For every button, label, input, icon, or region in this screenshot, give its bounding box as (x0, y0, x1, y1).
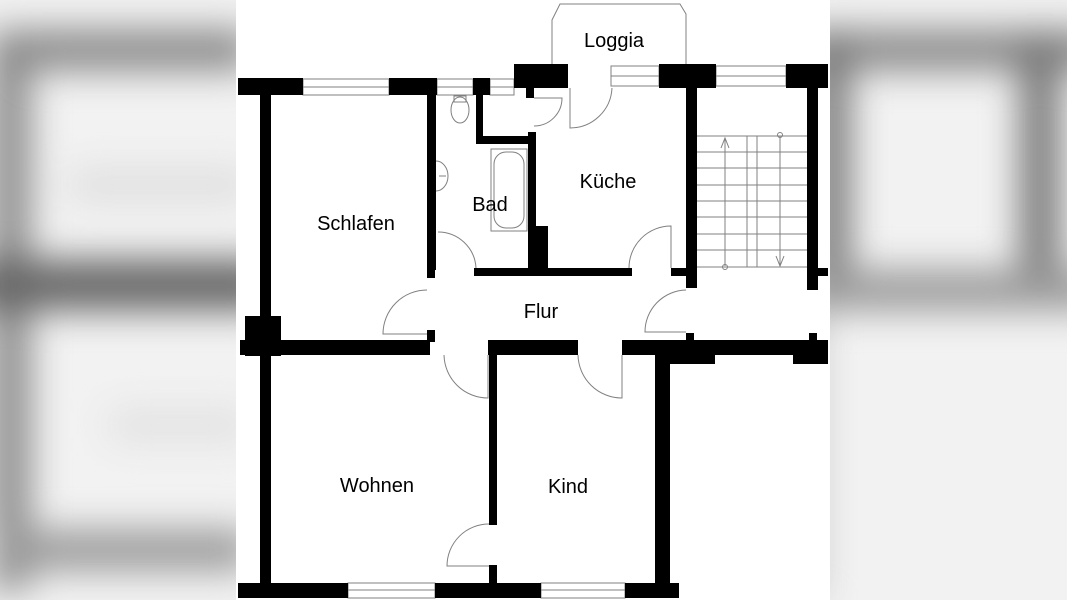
room-labels: Loggia Schlafen Bad Küche Flur Wohnen Ki… (317, 30, 645, 498)
staircase-icon (697, 132, 807, 270)
room-label-schlafen: Schlafen (317, 213, 395, 235)
walls (238, 64, 828, 598)
floor-plan-drawing: Loggia Schlafen Bad Küche Flur Wohnen Ki… (236, 0, 830, 600)
room-label-flur: Flur (524, 301, 559, 323)
blurred-background-right (830, 0, 1067, 600)
room-label-kind: Kind (548, 476, 588, 498)
bathtub-icon (490, 148, 528, 232)
loggia-outline (551, 3, 687, 64)
bathroom-fixtures (435, 95, 528, 232)
sink-icon (435, 160, 449, 192)
floor-plan: Loggia Schlafen Bad Küche Flur Wohnen Ki… (236, 0, 830, 600)
room-label-bad: Bad (472, 194, 508, 216)
toilet-icon (450, 96, 470, 124)
door-swings (382, 87, 687, 567)
room-label-loggia: Loggia (584, 30, 645, 52)
blurred-background-left (0, 0, 236, 600)
room-label-wohnen: Wohnen (340, 475, 414, 497)
room-label-kueche: Küche (580, 171, 637, 193)
windows (302, 65, 787, 599)
